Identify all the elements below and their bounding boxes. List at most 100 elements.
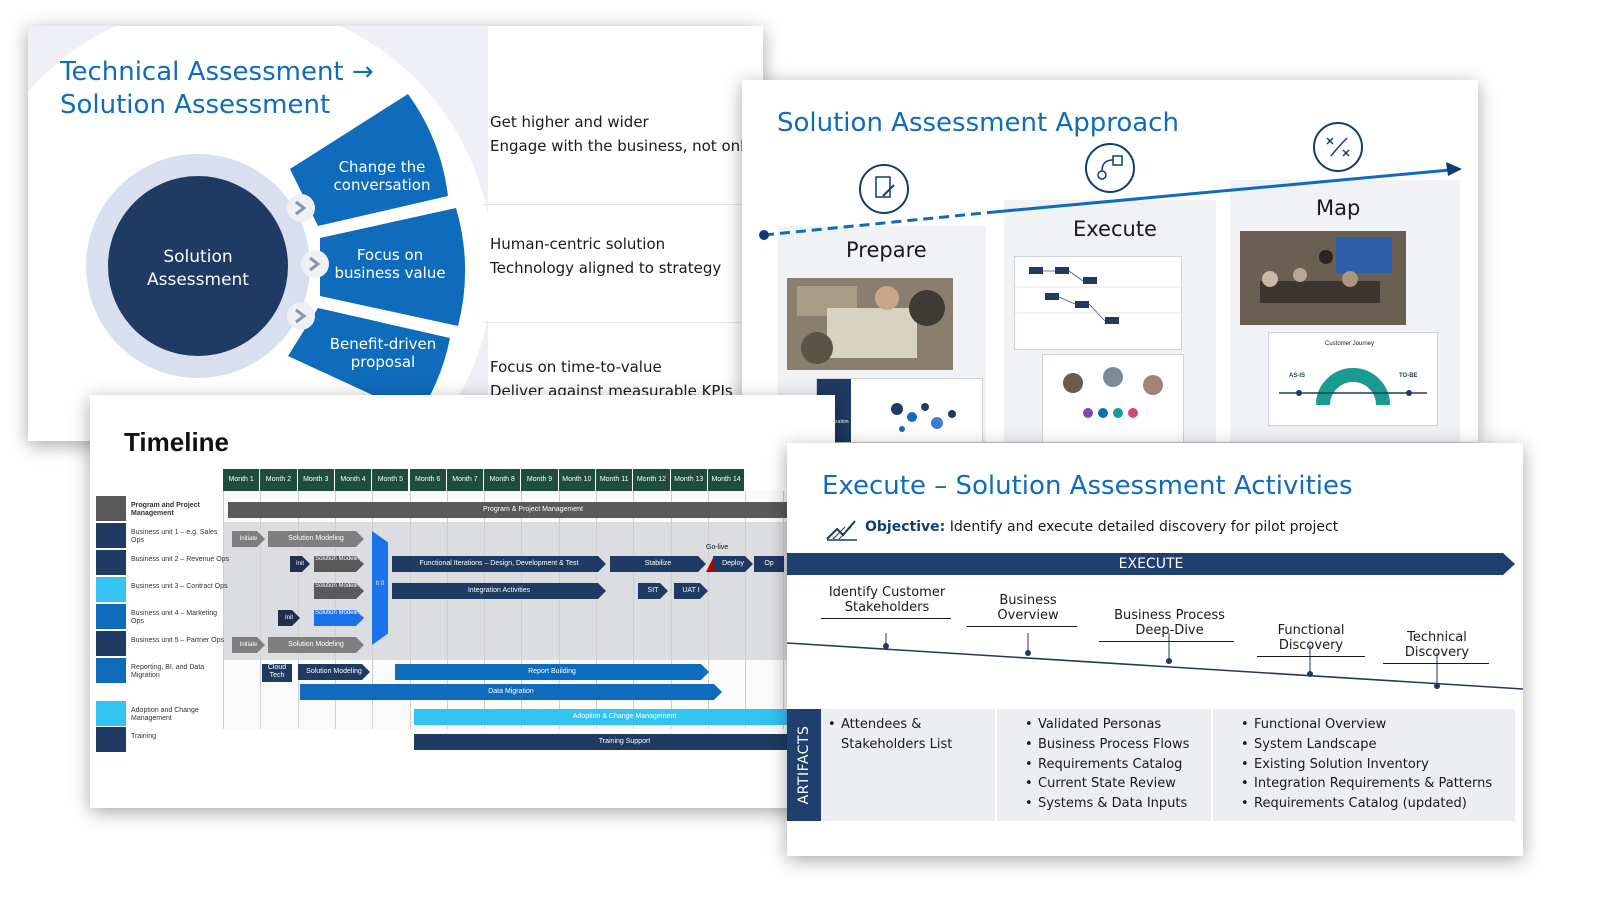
segment3-line1: Benefit-driven xyxy=(329,335,437,353)
grid-line xyxy=(707,491,709,729)
personas-thumbnail xyxy=(1042,354,1184,442)
benefit2-line2: Technology aligned to strategy xyxy=(490,259,722,277)
artifact-item: Functional Overview xyxy=(1241,715,1492,735)
artifact-item: Existing Solution Inventory xyxy=(1241,755,1492,775)
bar-adoption-change: Adoption & Change Management xyxy=(414,709,835,725)
segment2-line1: Focus on xyxy=(356,246,424,264)
month-header: Month 11 xyxy=(596,469,634,491)
bubble-chart-icon xyxy=(891,403,956,432)
business-unit-icon xyxy=(96,523,126,548)
benefit3-line1: Focus on time-to-value xyxy=(490,358,662,376)
benefit-1: Get higher and wider Engage with the bus… xyxy=(490,110,763,158)
month-header: Month 9 xyxy=(521,469,559,491)
grid-line xyxy=(596,491,597,729)
objective-text: Identify and execute detailed discovery … xyxy=(949,519,1339,535)
artifacts-label: ARTIFACTS xyxy=(787,709,821,821)
benefit1-line1: Get higher and wider xyxy=(490,113,649,131)
bar-functional-iterations: Functional Iterations – Design, Developm… xyxy=(392,556,606,572)
grid-line xyxy=(446,491,448,729)
segment-business-value xyxy=(320,208,466,326)
row-label: Business unit 2 – Revenue Ops xyxy=(131,556,230,563)
slide-technical-assessment: Technical Assessment → Solution Assessme… xyxy=(28,26,763,441)
month-header: Month 6 xyxy=(409,469,447,491)
activity-timeline-line xyxy=(787,633,1523,690)
journey-tobe: TO-BE xyxy=(1399,373,1418,379)
artifact-item: System Landscape xyxy=(1241,735,1492,755)
bar-init-2: Init xyxy=(278,610,300,626)
activity1-line1: Identify Customer xyxy=(828,585,946,600)
strategy-map-icon xyxy=(1313,122,1363,172)
business-unit-icon xyxy=(96,604,126,629)
row-label: Business unit 3 – Contract Ops xyxy=(131,583,228,590)
prioritization-thumbnail: Prioritization xyxy=(816,378,983,442)
segment1-line2: conversation xyxy=(333,176,431,194)
artifact-item: Integration Requirements & Patterns xyxy=(1241,774,1492,794)
business-unit-icon xyxy=(96,577,126,602)
process-flow-icon xyxy=(1085,143,1135,193)
chevron-icon xyxy=(301,250,329,278)
activity-underline xyxy=(967,626,1077,627)
meeting-photo xyxy=(1240,231,1406,325)
center-label-line2: Assessment xyxy=(147,270,249,290)
row-label: Reporting, BI, and Data Migration xyxy=(131,664,205,679)
artifacts-list-2: Validated PersonasBusiness Process Flows… xyxy=(1024,715,1189,814)
month-header: Month 2 xyxy=(260,469,298,491)
bar-initiate-2: Initiate xyxy=(232,637,265,653)
slide2-title: Solution Assessment Approach xyxy=(777,108,1179,138)
journey-title: Customer Journey xyxy=(1325,341,1375,347)
activity-technical-discovery: Technical Discovery xyxy=(1379,630,1495,660)
activity5-line1: Technical xyxy=(1407,630,1467,645)
artifact-item: Requirements Catalog xyxy=(1025,755,1189,775)
activity3-line2: Deep-Dive xyxy=(1135,623,1204,638)
grid-line xyxy=(558,491,560,729)
bar-report-building: Report Building xyxy=(395,664,709,680)
bar-solution-modeling-4: Solution Modeling xyxy=(314,610,364,626)
row-label: Business unit 4 – Marketing Ops xyxy=(131,610,217,625)
row-label: Adoption and Change Management xyxy=(131,707,199,722)
month-header: Month 3 xyxy=(297,469,335,491)
bar-initiate: Initiate xyxy=(232,531,265,547)
activity-identify-stakeholders: Identify Customer Stakeholders xyxy=(821,585,953,615)
personas-icon xyxy=(1063,367,1163,418)
bar-init: Init xyxy=(290,556,310,572)
business-unit-icon xyxy=(96,727,126,752)
month-header: Month 10 xyxy=(558,469,596,491)
activity-process-deep-dive: Business Process Deep-Dive xyxy=(1097,608,1242,638)
customer-journey-thumbnail: Customer Journey AS-IS TO-BE xyxy=(1268,332,1438,426)
activity-underline xyxy=(1099,641,1234,642)
activity4-line2: Discovery xyxy=(1278,638,1344,653)
chevron-icon xyxy=(287,194,315,222)
slide1-wheel-graphic xyxy=(28,26,493,441)
row-label: Training xyxy=(131,733,157,740)
bar-operate: Op xyxy=(754,556,784,572)
workshop-photo xyxy=(787,278,953,370)
benefit2-line1: Human-centric solution xyxy=(490,235,666,253)
grid-line xyxy=(409,491,411,729)
artifact-item: Business Process Flows xyxy=(1025,735,1189,755)
business-unit-icon xyxy=(96,701,126,726)
bar-solution-modeling-5: Solution Modeling xyxy=(268,637,364,653)
artifact-item: Requirements Catalog (updated) xyxy=(1241,794,1492,814)
segment-benefit-proposal xyxy=(288,308,450,416)
journey-arc-icon xyxy=(1279,368,1427,406)
grid-line xyxy=(670,491,672,729)
grid-line xyxy=(521,491,523,729)
benefit1-line2: Engage with the business, not only IT xyxy=(490,137,763,155)
center-label-line1: Solution xyxy=(163,247,233,267)
artifact-text: Stakeholders List xyxy=(841,736,953,752)
phase-prepare: Prepare xyxy=(846,238,927,262)
artifacts-label-text: ARTIFACTS xyxy=(796,725,812,805)
artifacts-list-1: Attendees &Stakeholders List xyxy=(827,715,952,755)
growth-chart-icon xyxy=(826,520,857,541)
artifact-item: Attendees &Stakeholders List xyxy=(828,715,953,755)
segment-label-2: Focus on business value xyxy=(332,246,448,282)
slide1-title-line2: Solution Assessment xyxy=(60,90,331,120)
grid-line xyxy=(745,491,747,729)
artifact-item: Systems & Data Inputs xyxy=(1025,794,1189,814)
bar-program-management: Program & Project Management xyxy=(228,502,835,518)
bar-solution-modeling: Solution Modeling xyxy=(268,531,364,547)
bar-sit: SIT xyxy=(638,583,668,599)
activity2-line1: Business xyxy=(999,593,1057,608)
bar-stabilize: Stabilize xyxy=(610,556,706,572)
phase-map: Map xyxy=(1316,196,1361,220)
